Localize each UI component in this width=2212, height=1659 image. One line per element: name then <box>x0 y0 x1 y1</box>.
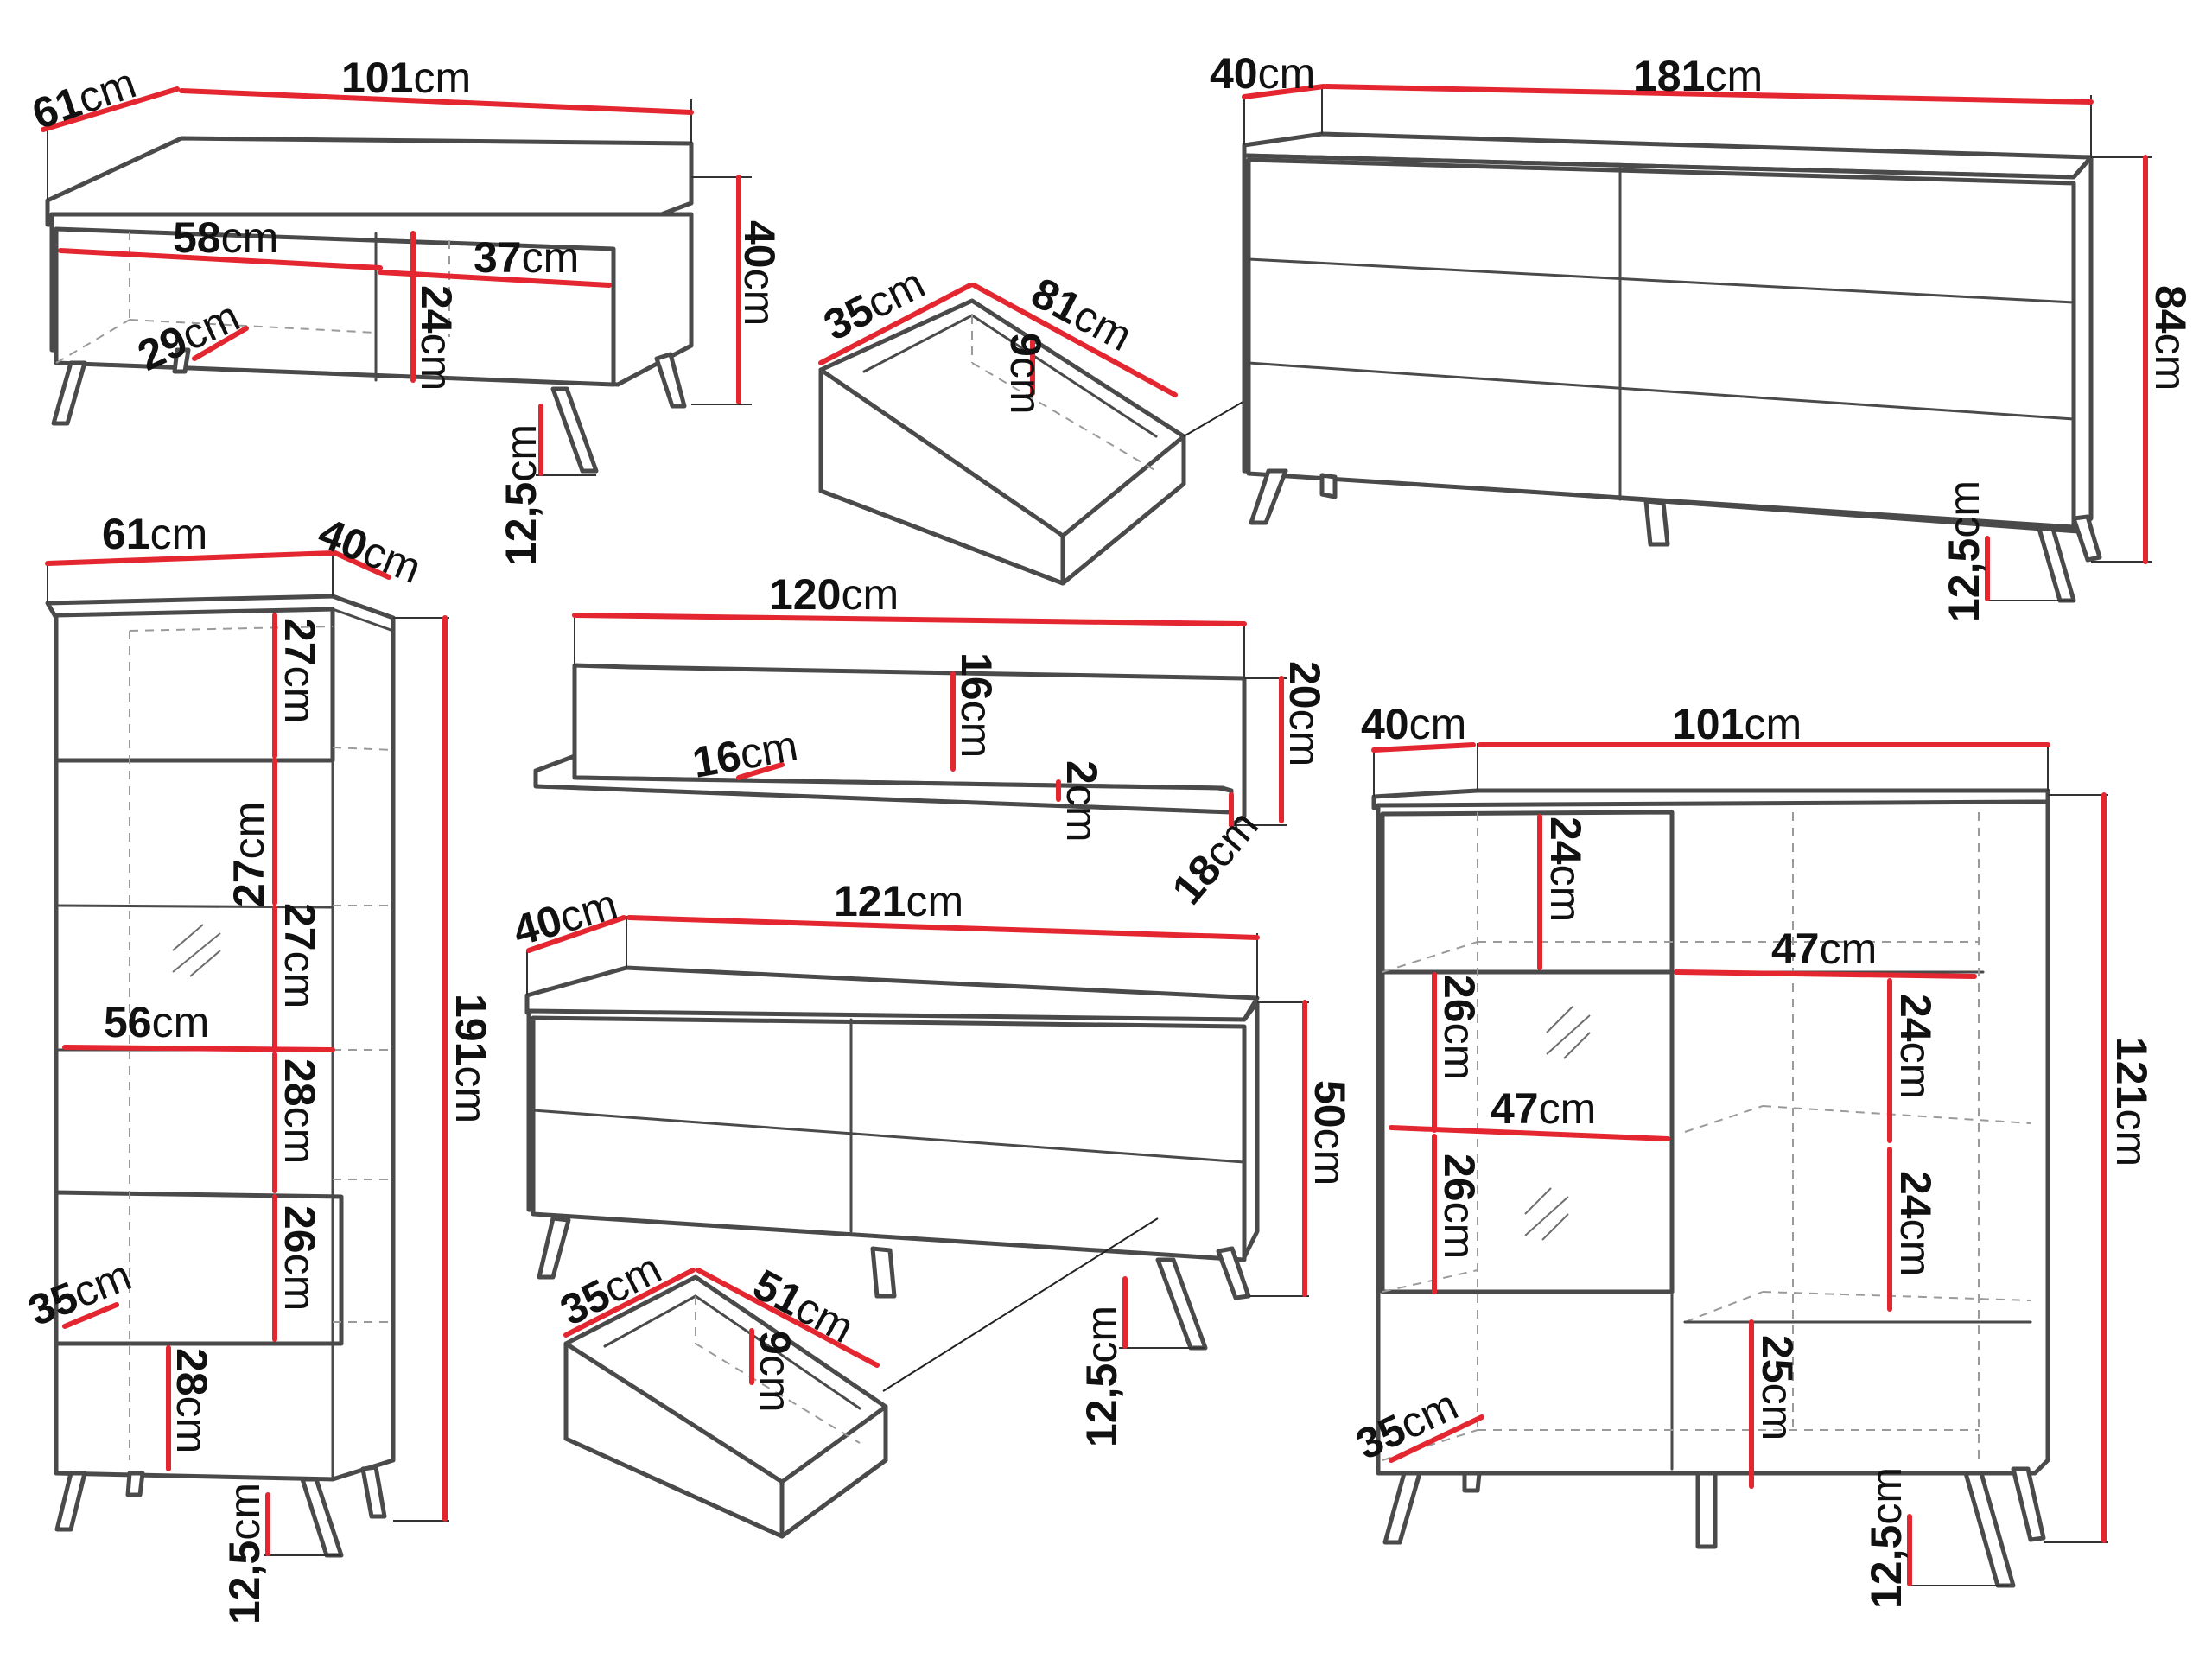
label-coffee-depth: 61cm <box>26 59 142 139</box>
dim-coffee-inner-depth <box>192 326 249 361</box>
label-tv-depth: 40cm <box>508 880 623 956</box>
dim-coffee-left-opening <box>58 248 383 270</box>
label-coffee-height: 40cm <box>735 220 784 326</box>
label-shelf-width: 120cm <box>769 570 899 619</box>
dim-drawer-b-depth <box>563 1268 696 1338</box>
label-cabinet-depth: 40cm <box>312 508 428 593</box>
label-highboard-right-2: 24cm <box>1891 1171 1940 1276</box>
label-highboard-right-3: 25cm <box>1753 1335 1802 1440</box>
tall-cabinet-dims: 61cm 40cm 191cm 27cm 27cm 27cm 28cm 26cm… <box>22 508 495 1624</box>
label-dresser-width: 181cm <box>1633 52 1763 100</box>
dim-coffee-width <box>179 88 694 115</box>
label-tv-leg: 12,5cm <box>1077 1306 1126 1447</box>
label-shelf-back-height: 16cm <box>952 652 1001 758</box>
label-highboard-right-width: 47cm <box>1771 925 1877 973</box>
label-cabinet-inner-width: 56cm <box>104 998 209 1046</box>
dim-highboard-right-width <box>1674 969 1977 979</box>
label-highboard-left-width: 47cm <box>1491 1084 1596 1133</box>
dim-highboard-inner-depth <box>1389 1414 1484 1463</box>
dim-drawer-a-width <box>971 283 1178 397</box>
wall-shelf <box>533 663 1247 828</box>
dim-highboard-left-width <box>1389 1125 1670 1141</box>
label-coffee-right-opening: 37cm <box>474 233 579 282</box>
label-highboard-height: 121cm <box>2107 1037 2156 1166</box>
label-cabinet-leg: 12,5cm <box>220 1483 269 1624</box>
dresser <box>1242 131 2102 603</box>
label-drawer-a-height: 9cm <box>1001 333 1050 414</box>
label-highboard-left-1: 26cm <box>1435 975 1484 1080</box>
label-coffee-inner-height: 24cm <box>412 285 461 391</box>
label-cabinet-width: 61cm <box>102 510 207 558</box>
dim-dresser-depth <box>1242 84 1326 99</box>
label-dresser-depth: 40cm <box>1210 49 1315 98</box>
label-shelf-depth2: 18cm <box>1163 801 1268 913</box>
dim-cabinet-inner-depth <box>62 1302 119 1329</box>
label-cabinet-shelf-2: 27cm <box>225 802 273 907</box>
label-highboard-left-2: 26cm <box>1435 1154 1484 1259</box>
dim-cabinet-depth <box>333 550 391 580</box>
label-cabinet-shelf-1: 27cm <box>276 618 324 723</box>
tv-stand-dims: 40cm 121cm 50cm 12,5cm <box>508 877 1354 1447</box>
label-cabinet-shelf-3: 27cm <box>276 903 324 1008</box>
label-cabinet-height: 191cm <box>447 994 495 1123</box>
dim-dresser-width <box>1324 84 2094 105</box>
label-cabinet-shelf-4: 28cm <box>276 1058 324 1164</box>
label-coffee-width: 101cm <box>341 54 471 102</box>
dim-shelf-depth <box>736 762 785 780</box>
tall-cabinet <box>45 594 396 1558</box>
label-cabinet-shelf-6: 28cm <box>168 1348 216 1453</box>
label-dresser-height: 84cm <box>2146 285 2195 391</box>
label-dresser-leg: 12,5cm <box>1940 480 1988 622</box>
label-shelf-lip: 2cm <box>1058 760 1106 842</box>
dim-drawer-b-width <box>696 1268 880 1368</box>
dim-cabinet-width <box>45 550 335 566</box>
dim-coffee-depth <box>41 86 180 132</box>
dresser-drawer <box>818 298 1186 586</box>
highboard-dims: 40cm 101cm 121cm 24cm 47cm 26cm 24cm 47c… <box>1349 700 2156 1609</box>
label-highboard-leg: 12,5cm <box>1862 1467 1910 1609</box>
dim-drawer-a-depth <box>818 283 973 365</box>
dresser-dims: 40cm 181cm 84cm 12,5cm <box>1210 49 2195 622</box>
tv-stand-drawer <box>563 1274 888 1539</box>
label-highboard-top-left: 24cm <box>1541 817 1590 922</box>
tv-stand <box>524 965 1260 1351</box>
label-tv-width: 121cm <box>834 877 963 925</box>
label-tv-height: 50cm <box>1306 1080 1354 1185</box>
label-highboard-width: 101cm <box>1672 700 1802 748</box>
dim-tv-depth <box>526 915 626 953</box>
label-coffee-leg: 12,5cm <box>497 424 545 566</box>
label-cabinet-shelf-5: 26cm <box>276 1205 324 1311</box>
dim-coffee-right-opening <box>378 270 612 288</box>
label-coffee-left-opening: 58cm <box>173 213 278 262</box>
label-highboard-depth: 40cm <box>1361 700 1466 748</box>
coffee-table <box>45 136 694 474</box>
label-shelf-height: 20cm <box>1281 661 1329 766</box>
dim-highboard-depth <box>1371 742 1476 753</box>
dim-cabinet-inner-width <box>62 1045 335 1052</box>
dim-shelf-width <box>572 613 1247 626</box>
label-drawer-b-height: 9cm <box>751 1331 799 1412</box>
dim-tv-width <box>626 915 1260 940</box>
label-highboard-right-1: 24cm <box>1891 994 1940 1099</box>
